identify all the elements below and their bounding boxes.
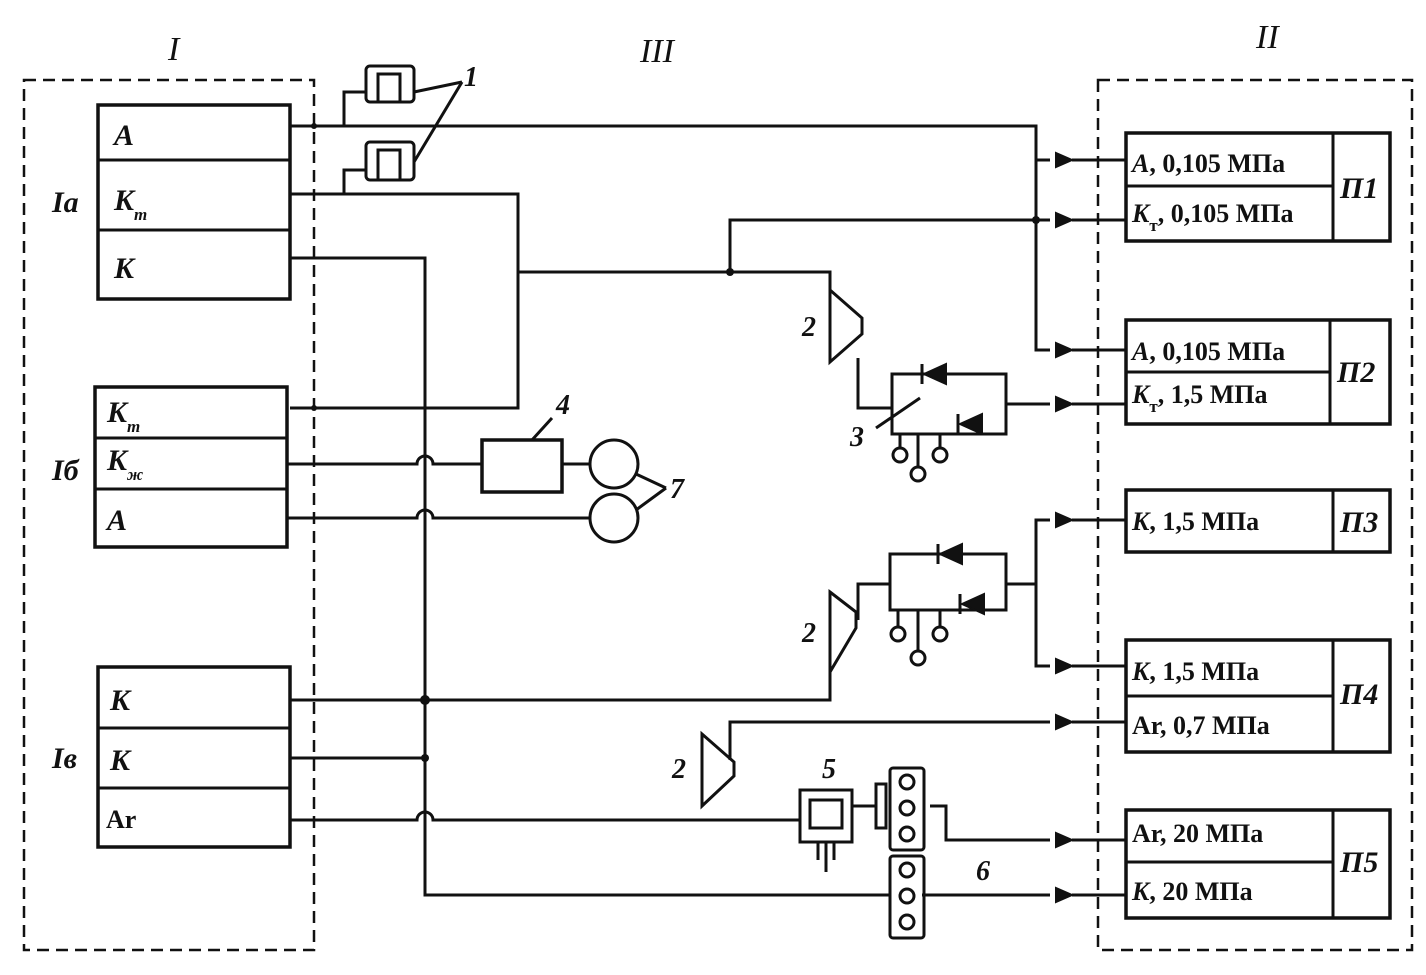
consumer-inlet-arrows bbox=[1055, 151, 1075, 904]
source-iv-row-2: K bbox=[109, 744, 132, 777]
pipe-ar-regulator bbox=[728, 720, 1050, 760]
source-ib-row-3: A bbox=[105, 504, 127, 537]
unit-4-box bbox=[480, 438, 564, 494]
pipe-k-iv-1 bbox=[290, 668, 832, 702]
zone-ii-boundary bbox=[1096, 78, 1414, 952]
consumer-p2-row-1: A, 0,105 МПа bbox=[1130, 337, 1285, 366]
source-group-ib: Kт Kж A bbox=[93, 385, 289, 549]
consumer-p3-label: П3 bbox=[1339, 506, 1378, 539]
gauge-icon bbox=[588, 492, 640, 544]
consumer-p2: A, 0,105 МПа Kт, 1,5 МПа П2 bbox=[1124, 318, 1392, 426]
regulator-icon bbox=[828, 588, 858, 678]
regulator-a-label: 2 bbox=[801, 312, 816, 343]
zone-i-boundary bbox=[22, 78, 316, 952]
source-group-ia-label: Iа bbox=[51, 186, 79, 219]
pipe-a-ib bbox=[287, 508, 590, 520]
consumer-p3: K, 1,5 МПа П3 bbox=[1124, 488, 1392, 554]
zone-iii-label: III bbox=[639, 33, 676, 70]
regulator-icon bbox=[700, 730, 736, 810]
source-ib-row-2: Kж bbox=[106, 444, 143, 484]
consumer-p5-row-2: K, 20 МПа bbox=[1131, 877, 1253, 906]
valve-block-label: 3 bbox=[849, 422, 864, 453]
pipe-3b-out bbox=[1006, 518, 1050, 586]
pipe-ar-iv bbox=[290, 810, 702, 822]
check-valve-block bbox=[888, 542, 1008, 667]
regulator-icon bbox=[828, 286, 864, 366]
cylinder-rack-icon bbox=[888, 766, 926, 852]
source-group-iv-label: Iв bbox=[51, 742, 77, 775]
pipe-reg2b-to-3b bbox=[856, 582, 890, 620]
pipelines bbox=[287, 124, 1126, 897]
pipe-kt-trunk bbox=[518, 270, 832, 290]
consumer-p1-row-2: Kт, 0,105 МПа bbox=[1131, 199, 1293, 235]
consumer-p3-row-1: K, 1,5 МПа bbox=[1131, 507, 1259, 536]
unit-5-label: 5 bbox=[822, 754, 836, 785]
consumer-p4: K, 1,5 МПа Ar, 0,7 МПа П4 bbox=[1124, 638, 1392, 754]
source-ia-row-3: K bbox=[113, 252, 136, 285]
receiver-label: 1 bbox=[464, 62, 478, 93]
pipe-6-label: 6 bbox=[976, 856, 990, 887]
pipe-reg-to-3 bbox=[856, 358, 892, 410]
consumer-p1: A, 0,105 МПа Kт, 0,105 МПа П1 bbox=[1124, 131, 1392, 243]
consumer-p4-label: П4 bbox=[1339, 678, 1378, 711]
zone-ii-label: II bbox=[1255, 19, 1280, 56]
regulator-b-label: 2 bbox=[801, 618, 816, 649]
pipe-k-ia bbox=[290, 256, 890, 897]
pipe-3b-p4 bbox=[1034, 584, 1050, 668]
unit-5-icon bbox=[798, 782, 888, 872]
consumer-p2-row-2: Kт, 1,5 МПа bbox=[1131, 380, 1267, 416]
source-ib-row-1: Kт bbox=[106, 396, 140, 436]
source-ia-row-1: A bbox=[112, 119, 134, 152]
consumer-p4-row-2: Ar, 0,7 МПа bbox=[1132, 711, 1270, 740]
pipe-kt-ia bbox=[290, 192, 520, 410]
consumer-p1-row-1: A, 0,105 МПа bbox=[1130, 149, 1285, 178]
pipe-argon-a-ia bbox=[290, 124, 1050, 352]
source-iv-row-3: Ar bbox=[106, 805, 136, 834]
consumer-p1-label: П1 bbox=[1339, 172, 1378, 205]
source-group-ib-label: Iб bbox=[51, 454, 80, 487]
consumer-p5: Ar, 20 МПа K, 20 МПа П5 bbox=[1124, 808, 1392, 920]
junctions bbox=[311, 123, 1040, 762]
cylinder-rack-icon bbox=[888, 854, 926, 940]
regulator-c-label: 2 bbox=[671, 754, 686, 785]
consumer-p4-row-1: K, 1,5 МПа bbox=[1131, 657, 1259, 686]
zone-i-label: I bbox=[167, 31, 181, 68]
source-ia-row-2: Kт bbox=[113, 184, 147, 224]
consumer-p5-label: П5 bbox=[1339, 846, 1378, 879]
pipe-kt-p1 bbox=[728, 218, 1050, 272]
pipe-kzh-ib bbox=[287, 454, 482, 466]
unit-4-label: 4 bbox=[555, 390, 570, 421]
consumer-p5-row-1: Ar, 20 МПа bbox=[1132, 819, 1263, 848]
check-valve-block bbox=[875, 362, 1008, 483]
receiver-icon bbox=[342, 64, 464, 194]
consumer-p2-label: П2 bbox=[1336, 356, 1375, 389]
pipe-ar-p5 bbox=[930, 804, 1050, 842]
source-group-ia: A Kт K bbox=[96, 103, 292, 301]
gauges-label: 7 bbox=[670, 474, 685, 505]
gauge-icon bbox=[588, 438, 640, 490]
source-iv-row-1: K bbox=[109, 684, 132, 717]
source-group-iv: K K Ar bbox=[96, 665, 292, 849]
